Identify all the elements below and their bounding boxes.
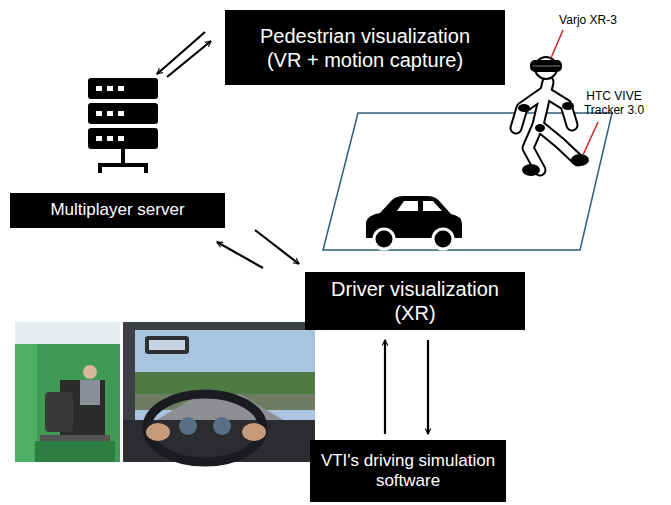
driver-view-photo bbox=[123, 322, 315, 462]
leader-line bbox=[583, 122, 598, 155]
pedestrian-figure bbox=[516, 57, 589, 176]
part-label: HTC VIVE Tracker 3.0 bbox=[578, 89, 650, 118]
arrow-line bbox=[255, 230, 299, 264]
arrow-line bbox=[384, 340, 386, 434]
arrow-line bbox=[427, 340, 429, 434]
floor-area bbox=[323, 113, 612, 250]
bidirectional-arrow bbox=[157, 32, 211, 77]
car-icon bbox=[366, 196, 462, 249]
process-box: VTI's driving simulation software bbox=[310, 440, 506, 502]
server-icon bbox=[88, 78, 158, 173]
server-box: Multiplayer server bbox=[10, 193, 225, 228]
box-text: Pedestrian visualization (VR + motion ca… bbox=[247, 24, 483, 72]
box-text: VTI's driving simulation software bbox=[315, 451, 501, 492]
bidirectional-arrow bbox=[217, 230, 299, 268]
process-box: Driver visualization (XR) bbox=[305, 272, 525, 330]
arrow-line bbox=[167, 41, 211, 77]
box-text: Driver visualization (XR) bbox=[319, 277, 511, 325]
box-text: Multiplayer server bbox=[18, 200, 218, 220]
simulator-photo bbox=[15, 322, 120, 462]
bidirectional-arrow bbox=[385, 340, 428, 434]
part-label: Varjo XR-3 bbox=[548, 13, 628, 27]
arrow-line bbox=[217, 242, 263, 268]
leader-line bbox=[551, 30, 563, 58]
process-box: Pedestrian visualization (VR + motion ca… bbox=[225, 10, 505, 85]
